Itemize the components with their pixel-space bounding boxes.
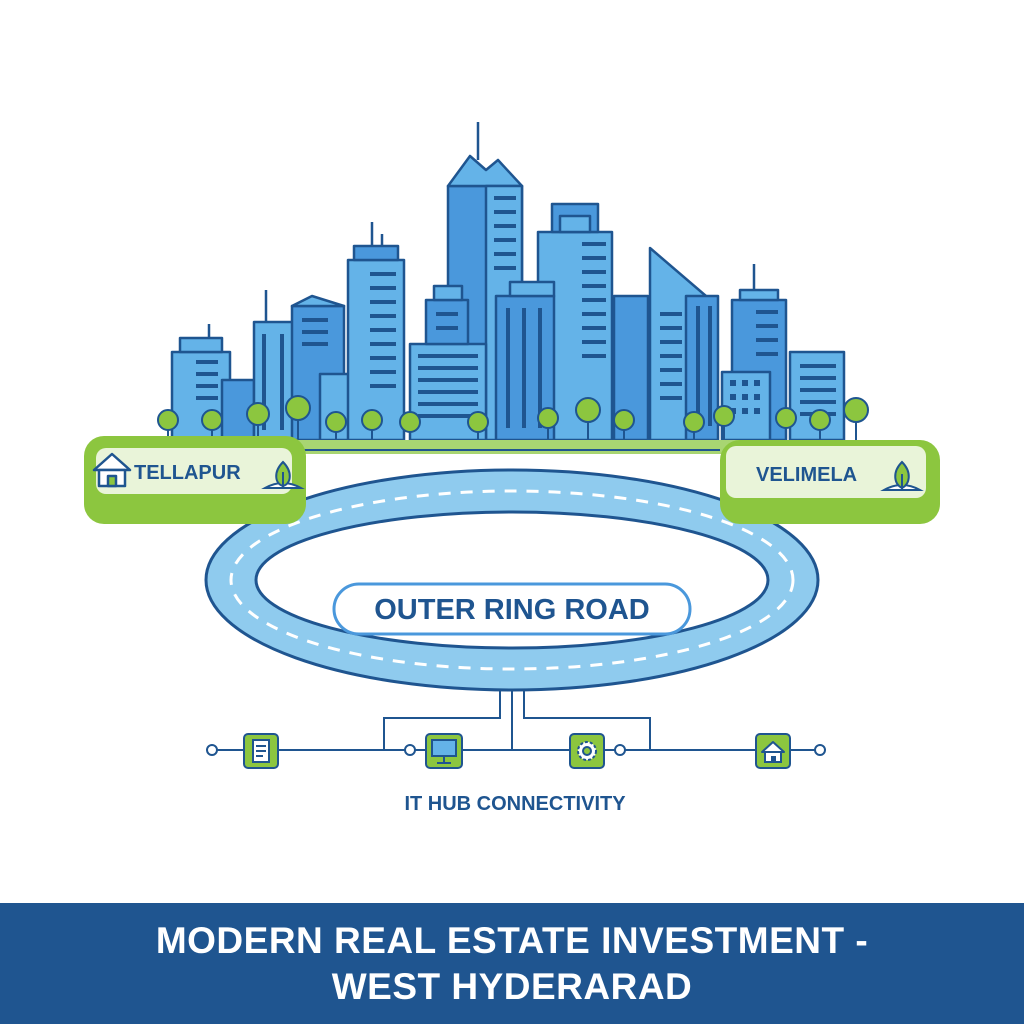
tree-icon [775, 407, 797, 442]
building [178, 336, 224, 354]
tree-icon [613, 409, 635, 442]
location-label-right: VELIMELA [756, 464, 857, 486]
tree-icon [157, 409, 179, 442]
tree-icon [325, 411, 347, 442]
tree-icon [399, 411, 421, 442]
location-left: TELLAPUR [84, 436, 306, 524]
gear-icon [569, 733, 605, 769]
tree-icon [537, 407, 559, 442]
tree-icon [361, 409, 383, 442]
tree-icon [285, 395, 311, 442]
home-icon [92, 452, 132, 488]
tree-icon [575, 397, 601, 442]
ring-road-label: OUTER RING ROAD [374, 594, 650, 626]
building [508, 280, 556, 298]
tree-badge-icon [261, 460, 305, 489]
trees [157, 395, 869, 442]
road-lane-dashes [229, 489, 795, 671]
location-right: VELIMELA [720, 440, 940, 524]
tree-icon [843, 397, 869, 442]
tree-icon [809, 409, 831, 442]
building [432, 284, 464, 302]
title-banner: MODERN REAL ESTATE INVESTMENT - WEST HYD… [0, 903, 1024, 1024]
building [352, 244, 400, 262]
building-windows [196, 196, 836, 430]
connectivity-network [216, 690, 816, 751]
tree-icon [201, 409, 223, 442]
connectivity-label: IT HUB CONNECTIVITY [404, 793, 626, 815]
ring-road-label-pill [332, 582, 692, 636]
location-label-left: TELLAPUR [134, 462, 241, 484]
tree-icon [713, 405, 735, 442]
tree-badge-icon [880, 460, 924, 491]
home-icon [755, 733, 791, 769]
banner-title-line-1: MODERN REAL ESTATE INVESTMENT - [155, 919, 869, 961]
building [558, 214, 592, 234]
building [424, 298, 470, 346]
document-icon [243, 733, 279, 769]
building [738, 288, 780, 302]
banner-title-line-2: WEST HYDERARAD [331, 965, 693, 1007]
network-nodes [206, 744, 826, 756]
monitor-icon [425, 733, 463, 769]
tree-icon [467, 411, 489, 442]
